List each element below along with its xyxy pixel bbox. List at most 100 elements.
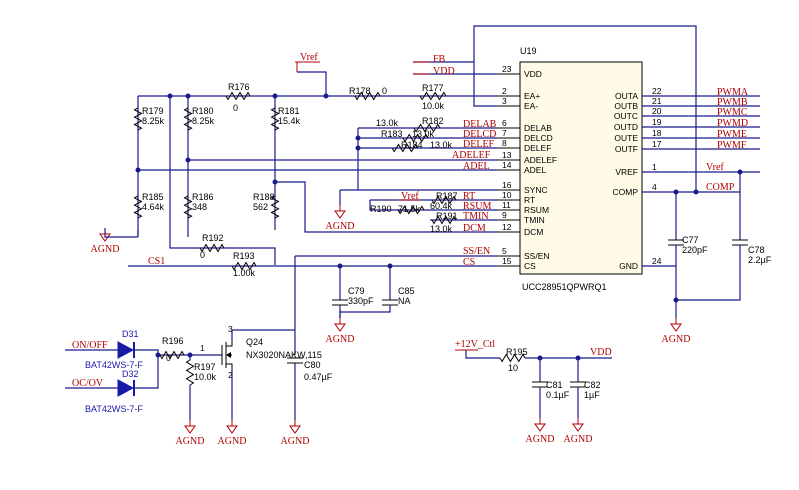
net-adelef: ADELEF xyxy=(452,150,491,161)
capacitors xyxy=(287,239,748,392)
ic-pin-number: 16 xyxy=(502,180,512,190)
ic-pin-name: OUTB xyxy=(614,101,638,111)
net-fb: FB xyxy=(433,54,446,65)
ic-pin-number: 6 xyxy=(502,118,507,128)
junction xyxy=(575,355,581,361)
wire-diode-join xyxy=(138,349,159,389)
ic-pin-name: SS/EN xyxy=(524,251,550,261)
resistor-r176 xyxy=(225,91,251,101)
ic-pin-name: DCM xyxy=(524,227,543,237)
net-pwmc: PWMC xyxy=(717,107,748,118)
junction xyxy=(155,352,161,358)
junction xyxy=(537,355,543,361)
wire-vdd-caps-gnd xyxy=(539,392,579,418)
ic-pin-number: 15 xyxy=(502,256,512,266)
diodes xyxy=(117,341,138,397)
ic-pin-number: 18 xyxy=(652,128,662,138)
wire-sync xyxy=(339,189,498,205)
ic-pin-number: 23 xyxy=(502,64,512,74)
value-c79: 330pF xyxy=(348,296,374,306)
resistor-r196 xyxy=(159,350,185,360)
junction xyxy=(185,157,191,163)
value-c85: NA xyxy=(398,296,411,306)
ic-pin-name: DELEF xyxy=(524,143,551,153)
resistor-r193 xyxy=(231,261,257,271)
ic-pin-number: 1 xyxy=(652,162,657,172)
ic-pin-number: 12 xyxy=(502,222,512,232)
resistor-r182 xyxy=(413,123,441,133)
ic-pin-number: 14 xyxy=(502,160,512,170)
ic-pin-name: COMP xyxy=(613,187,639,197)
net-rsum: RSUM xyxy=(463,201,491,212)
resistor-r187 xyxy=(431,195,457,205)
capacitor-c80 xyxy=(287,357,303,375)
net-onoff: ON/OFF xyxy=(72,340,108,351)
value-d31: BAT42WS-7-F xyxy=(85,360,143,370)
label-r176: R176 xyxy=(228,82,250,92)
label-r177: R177 xyxy=(422,83,444,93)
ic-pin-number: 22 xyxy=(652,86,662,96)
wire-dcm xyxy=(275,181,498,233)
resistor-r186 xyxy=(183,195,193,219)
capacitor-c85 xyxy=(340,299,398,313)
capacitor-c82 xyxy=(570,381,586,392)
diode-d32 xyxy=(117,379,138,397)
junction xyxy=(272,179,278,185)
net-vref-rt: Vref xyxy=(401,191,419,202)
label-c77: C77 xyxy=(682,235,699,245)
junction xyxy=(673,297,679,303)
ic-pin-name: EA- xyxy=(524,101,538,111)
ic-pin-number: 7 xyxy=(502,128,507,138)
resistor-r178 xyxy=(354,91,381,101)
ground-symbol: AGND xyxy=(281,420,309,447)
capacitor-c79 xyxy=(332,299,348,318)
net-ssen: SS/EN xyxy=(463,246,490,257)
value-c77: 220pF xyxy=(682,245,708,255)
label-c79: C79 xyxy=(348,286,365,296)
ic-pin-name: ADELEF xyxy=(524,155,557,165)
ground-label: AGND xyxy=(526,434,555,445)
q24-pin-source: 2 xyxy=(228,370,233,380)
label-q24: Q24 xyxy=(246,337,263,347)
net-comp: COMP xyxy=(706,182,735,193)
resistors xyxy=(133,91,526,386)
net-adel: ADEL xyxy=(463,161,490,172)
ic-pin-number: 3 xyxy=(502,96,507,106)
net-cs: CS xyxy=(463,257,475,268)
resistor-r190 xyxy=(397,205,425,215)
ground-symbol: AGND xyxy=(326,318,355,345)
ic-pin-number: 5 xyxy=(502,246,507,256)
net-delef: DELEF xyxy=(463,139,495,150)
ic-pin-number: 2 xyxy=(502,86,507,96)
resistor-r183 xyxy=(402,133,429,143)
ground-symbol: AGND xyxy=(564,418,592,445)
net-delab: DELAB xyxy=(463,119,497,130)
label-r195: R195 xyxy=(506,347,528,357)
wire-ssen xyxy=(294,255,498,355)
ground-label: AGND xyxy=(326,334,355,345)
label-r178: R178 xyxy=(349,86,371,96)
net-pwmb: PWMB xyxy=(717,97,748,108)
value-r193: 1.00k xyxy=(233,268,256,278)
ic-body xyxy=(519,61,643,275)
value-r182: 13.0k xyxy=(376,118,399,128)
label-r185: R185 xyxy=(142,192,164,202)
wire-ea-minus-to-comp xyxy=(473,25,697,192)
flag-vref-top xyxy=(295,61,320,72)
net-rt: RT xyxy=(463,191,475,202)
capacitor-c78 xyxy=(732,239,748,262)
net-vref-top: Vref xyxy=(300,52,318,63)
resistor-r188 xyxy=(270,195,280,219)
net-12v: +12V_Ctl xyxy=(455,339,495,350)
resistor-r179 xyxy=(133,107,143,131)
